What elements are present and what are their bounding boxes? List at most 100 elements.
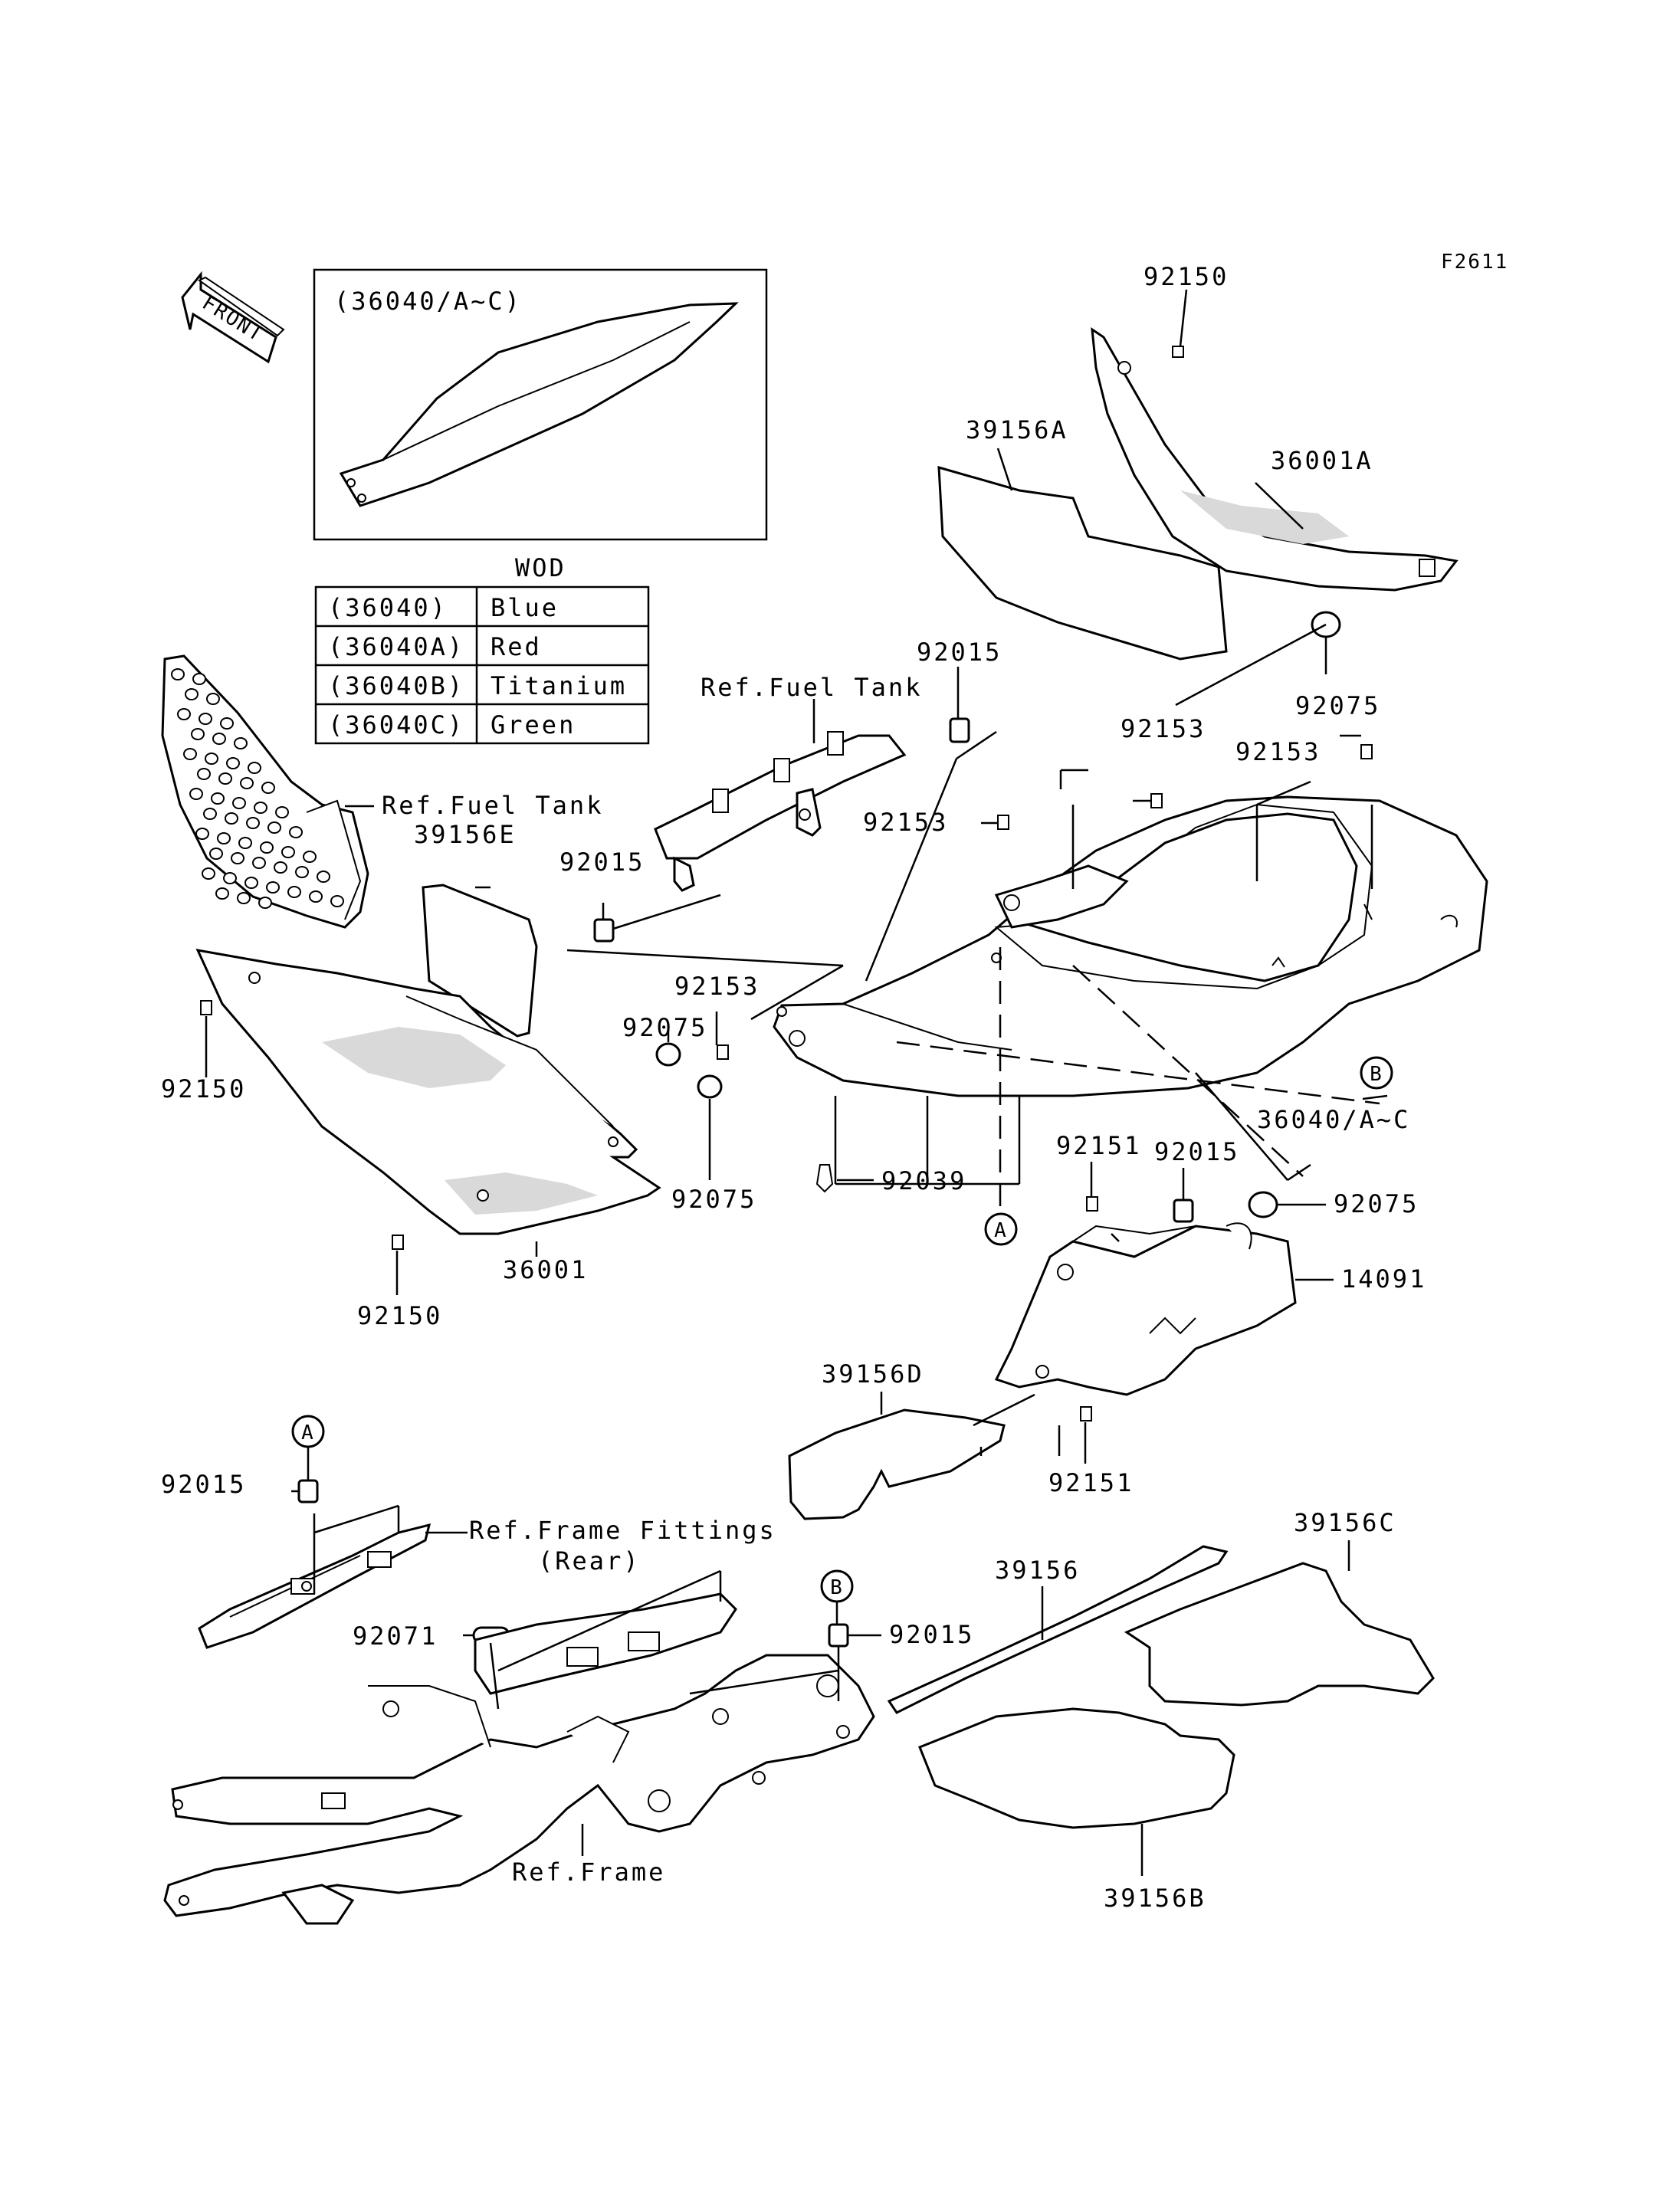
perforation-hole <box>225 812 238 825</box>
callout-92071: 92071 <box>353 1622 438 1651</box>
callout-92150: 92150 <box>161 1074 246 1103</box>
wod-row-part: (36040B) <box>328 671 464 700</box>
perforation-hole <box>275 806 289 818</box>
callout-92015: 92015 <box>1154 1137 1239 1166</box>
screw-92153-center <box>997 815 1009 830</box>
part-39156D <box>788 1408 1006 1520</box>
part-39156E <box>422 884 538 1038</box>
perforation-hole <box>287 886 301 898</box>
inset-label: (36040/A~C) <box>334 287 522 316</box>
perforation-hole <box>237 892 251 904</box>
screw-92153-mid <box>1150 793 1163 808</box>
screw-92151-top <box>1086 1196 1098 1212</box>
perforation-hole <box>206 693 220 705</box>
grommet-92075-left <box>655 1042 681 1067</box>
perforation-hole <box>197 768 211 780</box>
callout-39156: 39156 <box>995 1556 1080 1585</box>
perforation-hole <box>202 867 215 880</box>
screw-92153-low <box>717 1044 729 1060</box>
perforation-hole <box>330 895 344 907</box>
perforation-hole <box>266 881 280 894</box>
perforation-hole <box>248 762 261 774</box>
callout-ref-frame: Ref.Frame <box>512 1858 665 1887</box>
wod-row-part: (36040) <box>328 593 448 622</box>
perforation-hole <box>192 673 206 685</box>
perforation-hole <box>303 851 317 863</box>
perforation-hole <box>295 866 309 878</box>
callout-39156D: 39156D <box>822 1359 924 1389</box>
ventilation-holes <box>171 668 344 909</box>
svg-text:B: B <box>830 1576 844 1599</box>
perforation-hole <box>274 861 287 874</box>
front-arrow-icon: FRONT <box>181 271 285 364</box>
perforation-hole <box>218 772 232 785</box>
marker-b-right: B <box>1360 1056 1393 1090</box>
part-36001 <box>195 949 661 1235</box>
part-14091 <box>994 1222 1297 1396</box>
perforation-hole <box>217 832 231 844</box>
callout-92153: 92153 <box>1235 737 1321 766</box>
callout-92015: 92015 <box>889 1620 974 1649</box>
grommet-92075-lower <box>697 1074 723 1099</box>
callout-39156B: 39156B <box>1104 1884 1206 1913</box>
marker-a-lower: A <box>291 1415 325 1481</box>
perforation-hole <box>231 852 244 864</box>
perforation-hole <box>240 777 254 789</box>
svg-text:B: B <box>1370 1063 1383 1086</box>
grommet-92075-right <box>1248 1191 1278 1218</box>
callout-ref-fuel-tank: Ref.Fuel Tank <box>701 673 922 702</box>
perforation-hole <box>258 897 272 909</box>
rivet-92039 <box>815 1164 834 1193</box>
marker-a-top: A <box>984 1212 1018 1246</box>
callout-ref-frame-fittings-rear: (Rear) <box>538 1546 641 1576</box>
perforation-hole <box>195 828 209 840</box>
part-39156C <box>1124 1562 1435 1707</box>
callout-92151: 92151 <box>1048 1468 1134 1497</box>
perforation-hole <box>189 788 203 800</box>
bushing-92015-top <box>949 717 970 743</box>
callout-92153: 92153 <box>863 808 948 837</box>
svg-text:A: A <box>301 1421 315 1444</box>
callout-92075: 92075 <box>1334 1189 1419 1218</box>
figure-code: F2611 <box>1441 251 1508 274</box>
perforation-hole <box>223 872 237 884</box>
callout-39156C: 39156C <box>1294 1508 1396 1537</box>
part-rear-frame <box>163 1592 875 1925</box>
wod-row-part: (36040C) <box>328 710 464 739</box>
callout-ref-fuel-tank: Ref.Fuel Tank <box>382 791 603 820</box>
perforation-hole <box>261 782 275 794</box>
callout-14091: 14091 <box>1341 1264 1426 1294</box>
wod-row-color: Red <box>491 632 542 661</box>
perforation-hole <box>211 792 225 805</box>
perforation-hole <box>238 837 252 849</box>
callout-92015: 92015 <box>161 1470 246 1499</box>
perforation-hole <box>185 688 199 700</box>
callout-92015: 92015 <box>559 848 645 877</box>
perforation-hole <box>244 877 258 889</box>
part-36001A <box>1091 326 1459 592</box>
leader-lines <box>205 289 1388 1876</box>
callout-92153: 92153 <box>674 972 760 1001</box>
callout-92015: 92015 <box>917 638 1002 667</box>
callout-92075: 92075 <box>622 1013 707 1042</box>
perforation-hole <box>209 848 223 860</box>
screw-92150-left <box>200 1000 212 1015</box>
screw-92153-right <box>1360 744 1373 759</box>
callout-92153: 92153 <box>1121 714 1206 743</box>
wod-row-color: Green <box>491 710 576 739</box>
part-36040-tail-cowl <box>773 795 1488 1097</box>
callout-92151: 92151 <box>1056 1131 1141 1160</box>
perforation-hole <box>199 713 212 725</box>
perforation-hole <box>267 821 281 834</box>
perforation-hole <box>281 846 295 858</box>
wod-row-color: Blue <box>491 593 559 622</box>
bushing-92015-frame <box>297 1479 319 1503</box>
bushing-92015-right <box>1173 1199 1194 1223</box>
perforation-hole <box>260 841 274 854</box>
callout-92075: 92075 <box>671 1185 756 1214</box>
callout-39156A: 39156A <box>966 415 1068 444</box>
perforation-hole <box>183 748 197 760</box>
callout-36001: 36001 <box>503 1255 588 1284</box>
perforation-hole <box>220 717 234 730</box>
